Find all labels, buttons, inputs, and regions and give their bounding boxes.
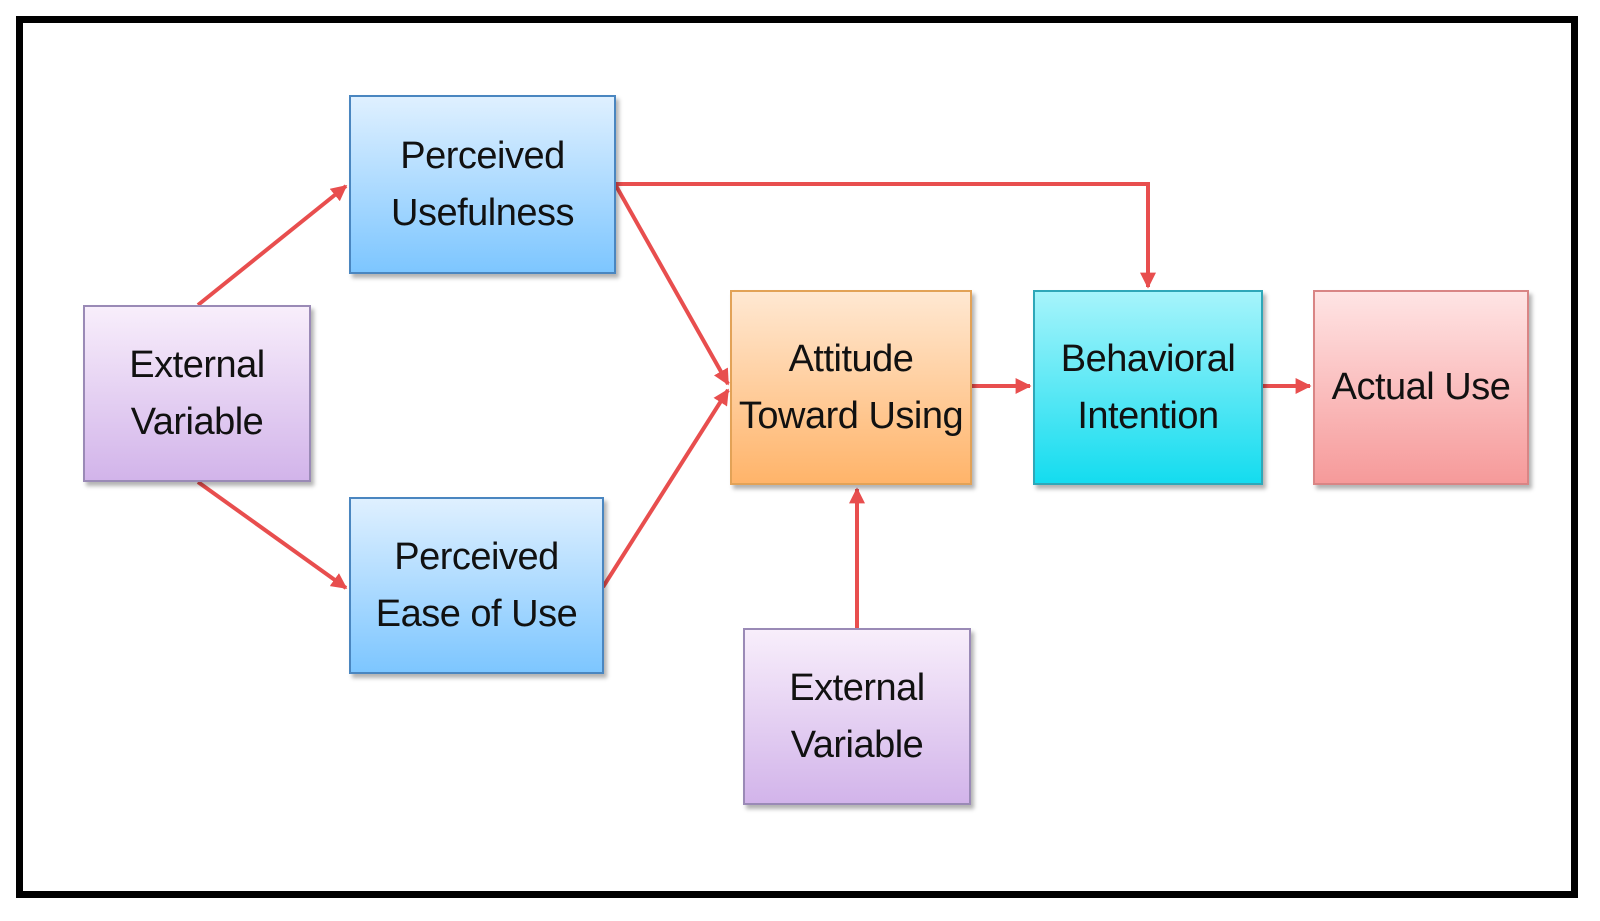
- node-perceived-ease-of-use-label: Perceived Ease of Use: [375, 535, 578, 635]
- node-external-variable-left-label: External Variable: [129, 343, 265, 443]
- node-external-variable-left: External Variable: [83, 305, 311, 482]
- arrow-usefulness-to-attitude: [613, 183, 730, 386]
- node-perceived-usefulness: Perceived Usefulness: [349, 95, 616, 274]
- arrow-external-to-ease: [196, 480, 348, 590]
- node-behavioral-intention-label: Behavioral Intention: [1060, 337, 1236, 437]
- node-actual-use: Actual Use: [1313, 290, 1529, 485]
- node-external-variable-bottom: External Variable: [743, 628, 971, 805]
- node-external-variable-bottom-label: External Variable: [789, 666, 925, 766]
- node-attitude-toward-using-label: Attitude Toward Using: [738, 337, 964, 437]
- node-perceived-usefulness-label: Perceived Usefulness: [391, 134, 574, 234]
- node-behavioral-intention: Behavioral Intention: [1033, 290, 1263, 485]
- arrow-external-to-usefulness: [196, 184, 348, 307]
- edges-group: [196, 182, 1312, 628]
- node-attitude-toward-using: Attitude Toward Using: [730, 290, 972, 485]
- arrow-usefulness-to-intention: [615, 182, 1156, 289]
- node-actual-use-label: Actual Use: [1331, 366, 1511, 408]
- arrow-ease-to-attitude: [601, 388, 730, 589]
- node-perceived-ease-of-use: Perceived Ease of Use: [349, 497, 604, 674]
